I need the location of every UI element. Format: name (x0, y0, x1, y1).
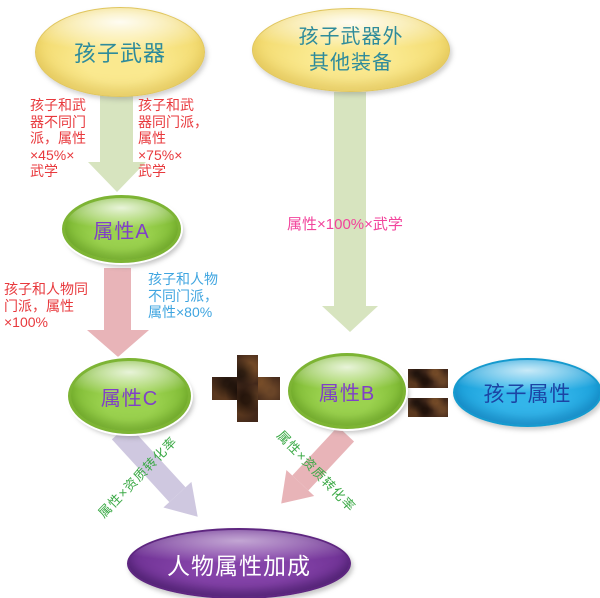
plus-vertical-bar (237, 355, 258, 422)
arrow-shaft (100, 93, 133, 162)
arrow-attr-a-to-attr-c (86, 268, 149, 357)
label-person-same-school: 孩子和人物同 门派，属性 ×100% (4, 281, 88, 331)
node-attr-a: 属性A (62, 195, 181, 263)
plus-operator-icon (212, 355, 280, 422)
arrow-down-head (322, 306, 378, 332)
arrow-shaft (334, 92, 366, 306)
node-child-attribute: 孩子属性 (453, 358, 600, 427)
label-conversion-rate-right: 属性×资质转化率 (273, 427, 359, 515)
label-equipment-formula: 属性×100%×武学 (287, 216, 403, 233)
arrow-weapon-to-attr-a (87, 93, 146, 192)
arrow-down-head (86, 330, 149, 357)
label-weapon-same-school: 孩子和武 器同门派， 属性 ×75%× 武学 (138, 97, 208, 180)
arrow-attr-c-to-bonus (106, 419, 212, 530)
label-person-different-school: 孩子和人物 不同门派， 属性×80% (148, 271, 218, 321)
node-attr-c: 属性C (68, 358, 191, 434)
arrow-down-head (87, 162, 146, 192)
node-character-attribute-bonus: 人物属性加成 (127, 528, 351, 598)
equals-operator-icon (408, 369, 448, 417)
equals-top-bar (408, 369, 448, 388)
arrow-equipment-to-attr-b (322, 92, 378, 332)
arrow-shaft (104, 268, 131, 330)
node-other-equipment: 孩子武器外 其他装备 (252, 8, 450, 92)
node-attr-b: 属性B (288, 353, 406, 429)
node-child-weapon: 孩子武器 (35, 7, 205, 97)
equals-bottom-bar (408, 398, 448, 417)
label-weapon-different-school: 孩子和武 器不同门 派，属性 ×45%× 武学 (30, 97, 86, 180)
